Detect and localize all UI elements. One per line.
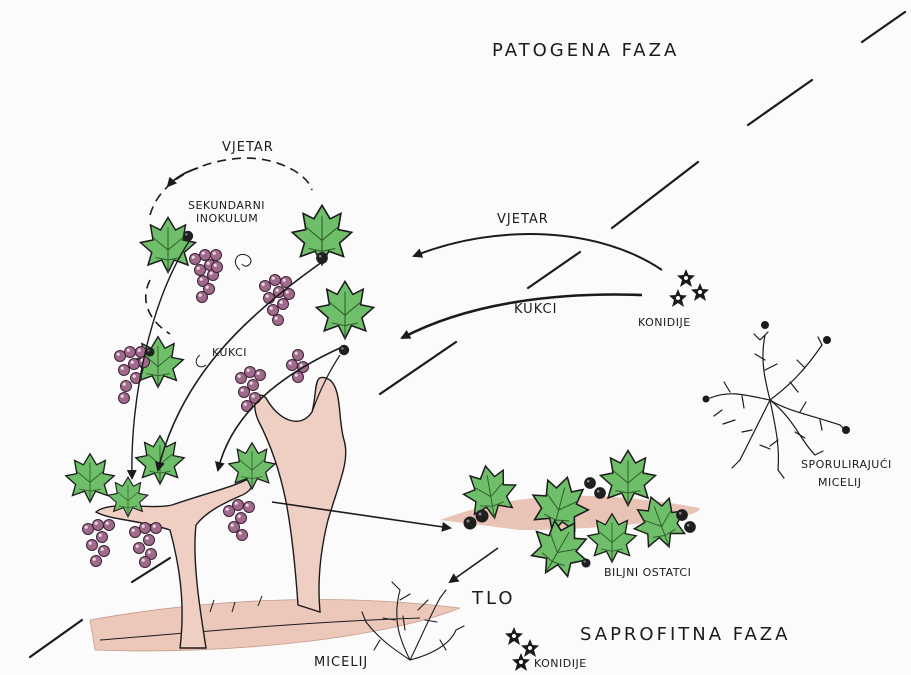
label-wind-top: VJETAR <box>222 140 274 155</box>
label-soil: TLO <box>472 588 516 609</box>
phase-label-pathogenic: PATOGENA FAZA <box>492 40 679 61</box>
phase-label-saprophytic: SAPROFITNA FAZA <box>580 624 790 645</box>
label-secondary-inoculum-1: SEKUNDARNI <box>188 199 265 212</box>
sporulating-mycelium <box>710 332 846 478</box>
label-mycelium: MICELIJ <box>314 655 368 670</box>
label-insects-vine: KUKCI <box>212 346 247 359</box>
label-conidia-top: KONIDIJE <box>638 316 691 329</box>
label-insects-arrow: KUKCI <box>514 302 557 317</box>
label-sporulating-mycelium-1: SPORULIRAJUĆI <box>801 458 892 471</box>
phase-divider-line <box>30 12 905 657</box>
conidia-cluster-top <box>669 269 709 307</box>
label-sporulating-mycelium-2: MICELIJ <box>818 476 861 489</box>
label-secondary-inoculum-2: INOKULUM <box>196 212 258 225</box>
label-wind-arrow: VJETAR <box>497 212 549 227</box>
sporangia <box>703 321 851 434</box>
wind-circle-arrow <box>168 168 198 186</box>
label-conidia-bottom: KONIDIJE <box>534 657 587 670</box>
label-plant-debris: BILJNI OSTATCI <box>604 566 691 579</box>
